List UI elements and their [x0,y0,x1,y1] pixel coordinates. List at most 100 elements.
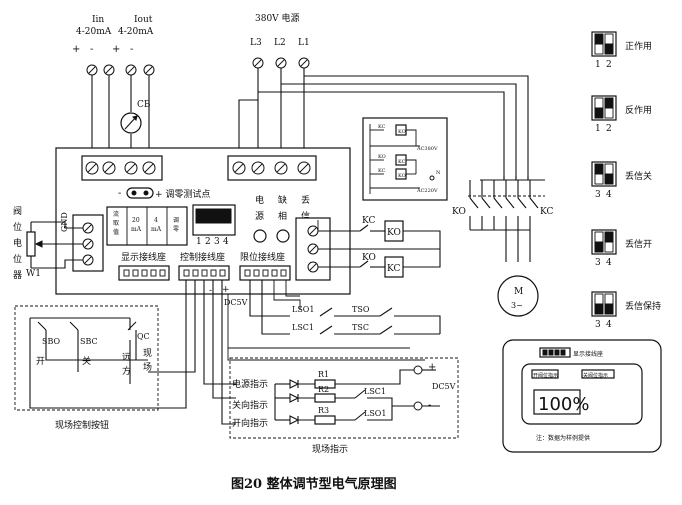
phase-loss-led [276,229,290,243]
r1-label: R1 [318,370,329,379]
field-control-title: 现场控制按钮 [55,419,109,431]
iout-label: Iout [134,15,153,25]
l1-label: L1 [298,38,310,48]
pot-label-4: 位 [13,253,22,265]
phase-label-bottom-2: 相 [278,210,287,222]
remote-label-2: 方 [122,365,131,377]
power-indicator-label: 电源指示 [232,378,268,390]
display-panel-connector [539,347,571,358]
svg-text:零: 零 [173,226,179,233]
svg-text:调: 调 [173,216,179,224]
zero-test-pad[interactable] [126,187,154,199]
field-control-box [14,305,159,411]
pot-terminals [82,222,94,266]
dip-num-3: 3 [214,237,220,247]
dip-legend-2-num2: 2 [606,124,612,134]
iout-plus-label: + [112,44,120,55]
coil-kc-contact-label: KC [362,216,375,226]
dip-legend [591,31,617,317]
l2-label: L2 [274,38,286,48]
svg-text:值: 值 [113,228,119,236]
phase-label-top-3: 丢 [301,194,310,206]
inset-ac380: AC380V [416,146,438,152]
motor-contactors [468,176,545,317]
iin-label: Iin [92,15,104,25]
power-title: 380V 电源 [255,12,300,24]
dip-num-2: 2 [205,237,211,247]
motor-symbol [497,275,539,317]
display-note: 注：数据为样例提供 [536,434,590,442]
inset-kc-3: KC [378,168,386,174]
inset-kc-2: KC [398,159,406,165]
svg-text:流: 流 [113,210,119,218]
control-connector-label: 控制接线座 [180,251,225,263]
dip-legend-1-label: 正作用 [625,40,652,52]
inset-ko-2: KO [378,154,386,160]
phase-label-top-1: 电 [255,194,264,206]
dip-legend-5-num1: 3 [595,320,601,330]
coil-inset-wiring [369,124,435,194]
inset-ac220: AC220V [416,188,438,194]
r3-label: R3 [318,406,329,415]
valve-potentiometer [26,221,83,269]
limit-tso-label: TSO [352,305,370,314]
close-indicator-label: 关向指示 [232,399,268,411]
ind-dc5v-label: DC5V [432,382,456,391]
svg-text:取: 取 [113,220,119,227]
coil-kc-label: KC [387,264,400,274]
open-label: 开 [36,356,45,367]
phase-label-top-2: 缺 [278,194,287,206]
dip-switches[interactable] [195,208,232,224]
svg-text:4: 4 [154,217,158,224]
close-ind-led [581,369,615,379]
sbo-label: SBO [42,337,61,346]
sbc-label: SBC [80,337,98,346]
ind-lsc1-label: LSC1 [364,387,386,396]
coil-ko-label: KO [387,228,401,238]
pot-label-2: 位 [13,221,22,233]
cb-meter [120,112,142,134]
motor-ko-label: KO [452,207,466,217]
display-connector [118,265,170,281]
open-indicator-label: 开向指示 [232,417,268,429]
w1-label: W1 [26,269,41,279]
inset-ko-1: KO [398,129,406,135]
ctrl-plus-label: + [222,285,230,295]
figure-caption: 图20 整体调节型电气原理图 [231,476,397,492]
limit-lso1-label: LSO1 [292,305,314,314]
pot-label-3: 电 [13,237,22,249]
remote-label-1: 远 [122,352,131,363]
cb-label: CB [137,100,151,110]
display-value: 100% [538,394,589,415]
display-left-label: 开阀位指示 [533,372,558,379]
pot-label-1: 阀 [13,206,22,217]
close-label: 关 [82,355,91,367]
field-indicator-title: 现场指示 [312,443,348,455]
display-right-label: 关阀位指示 [583,372,608,379]
pot-label-5: 器 [13,270,22,281]
ind-plus-label: + [428,362,436,373]
ind-lso1-label: LSO1 [364,409,386,418]
phase-label-bottom-3: 信 [301,210,310,222]
inset-kc-1: KC [378,124,386,130]
l3-label: L3 [250,38,262,48]
dip-legend-1-num2: 2 [606,60,612,70]
dip-num-4: 4 [223,237,229,247]
dip-legend-5-label: 丢信保持 [625,300,661,312]
ctrl-minus-label: - [209,286,212,296]
coil-wiring [317,220,441,278]
phase-label-bottom-1: 源 [255,211,264,222]
motor-phase-label: 3~ [511,301,523,310]
dip-legend-4-num2: 4 [606,258,612,268]
motor-m-label: M [514,287,523,297]
limit-wiring [249,280,441,335]
local-label-1: 现 [143,348,152,359]
svg-text:mA: mA [151,226,162,233]
open-ind-led [531,369,559,379]
dip-legend-3-num1: 3 [595,190,601,200]
dip-legend-2-num1: 1 [595,124,601,134]
dip-legend-2-label: 反作用 [625,104,652,116]
display-header: 显示接线座 [573,350,603,358]
